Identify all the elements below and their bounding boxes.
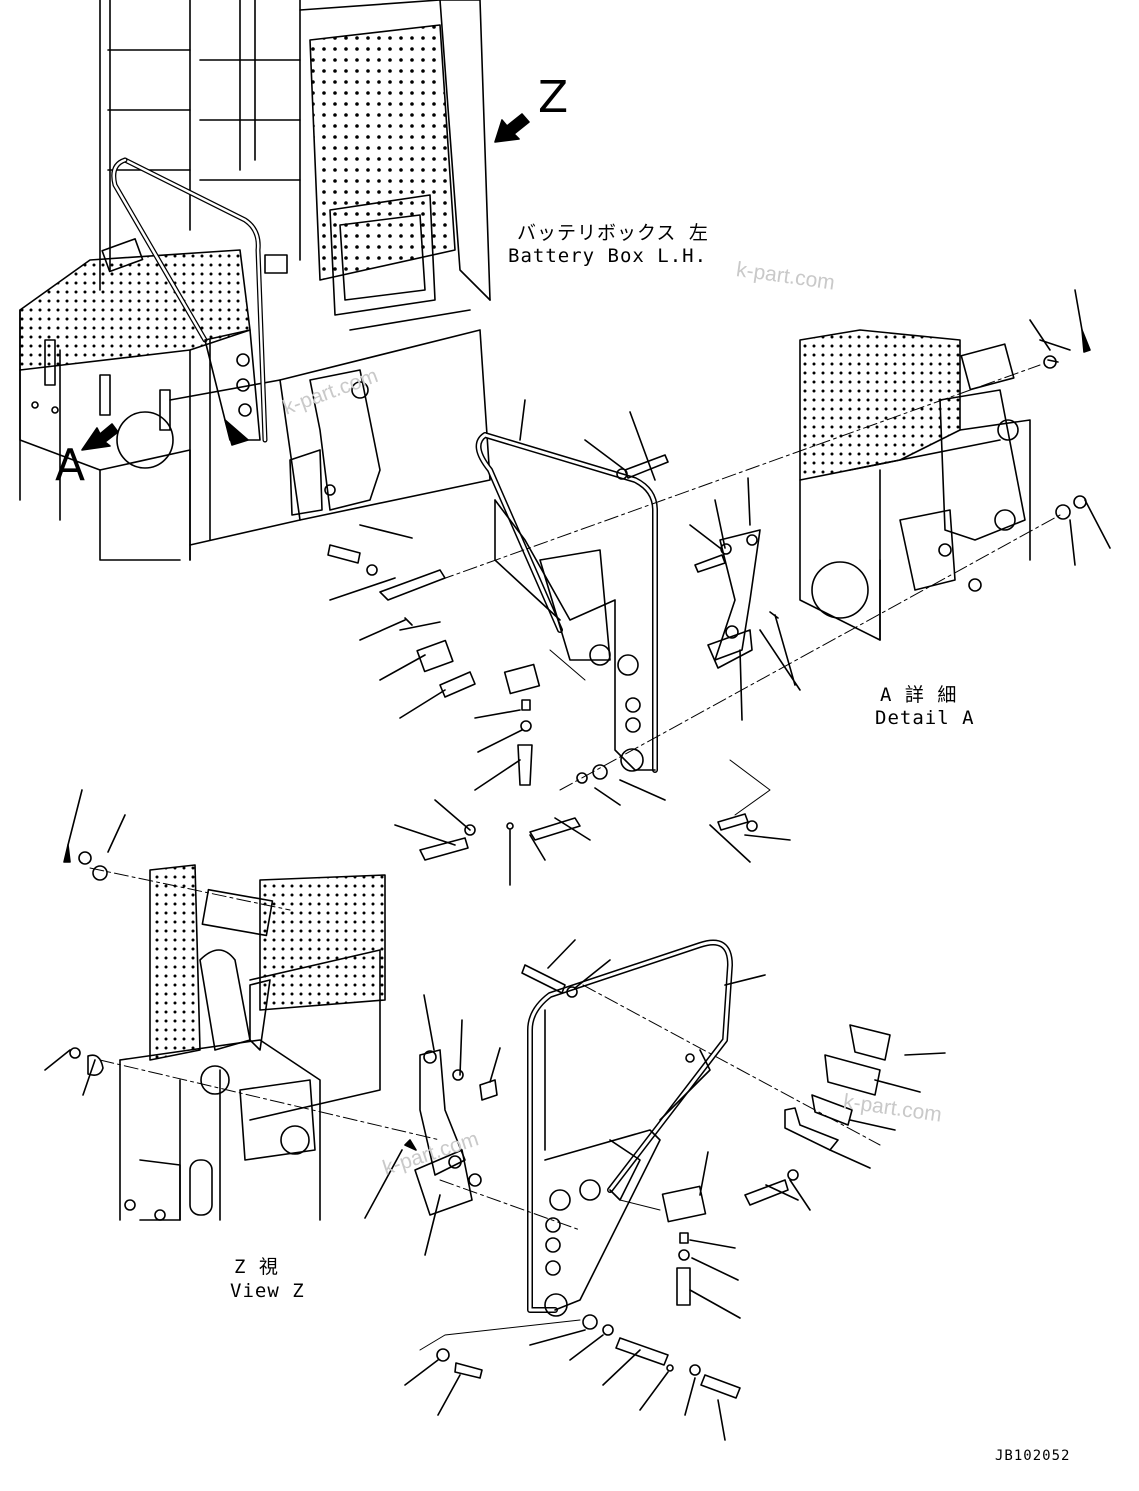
detail-a-handrail (328, 290, 1110, 885)
marker-z-label: Z (538, 72, 569, 123)
view-z-machine (45, 790, 440, 1220)
view-z-label-jp: Z 視 (234, 1256, 279, 1278)
battery-box-label-en: Battery Box L.H. (508, 245, 708, 267)
view-z-label-en: View Z (230, 1280, 305, 1302)
battery-box-label-jp: バッテリボックス 左 (517, 222, 709, 244)
detail-a-label-en: Detail A (875, 707, 975, 729)
arrow-z-icon (495, 114, 529, 142)
arrow-a-icon (82, 424, 118, 450)
marker-a-label: A (55, 440, 86, 491)
detail-a-label-jp: A 詳 細 (880, 684, 958, 706)
machine-overview (20, 0, 490, 560)
drawing-code: JB102052 (995, 1448, 1071, 1464)
view-z-handrail (365, 940, 945, 1440)
detail-a-machine (800, 330, 1090, 640)
